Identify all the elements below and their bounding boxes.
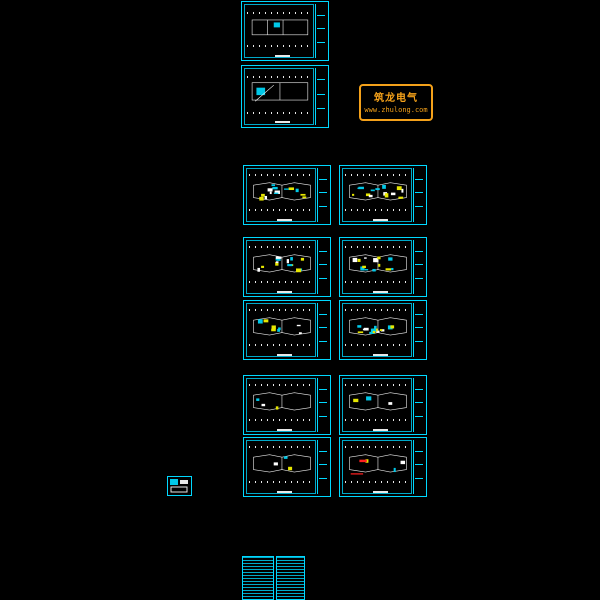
- title-block: [413, 303, 424, 357]
- title-block: [413, 240, 424, 294]
- floor-plan-sheet-6[interactable]: [339, 237, 427, 297]
- floor-plan-sheet-4[interactable]: [339, 165, 427, 225]
- sheet-caption: [372, 353, 389, 356]
- title-block: [315, 4, 326, 58]
- floor-plan: [349, 182, 407, 201]
- floor-plan: [253, 392, 311, 411]
- floor-plan: [253, 182, 311, 201]
- floor-plan: [253, 317, 311, 336]
- title-block: [317, 303, 328, 357]
- title-block: [413, 378, 424, 432]
- title-block: [317, 168, 328, 222]
- zhulong-watermark-logo: 筑龙电气 www.zhulong.com: [359, 84, 433, 121]
- floor-plan-sheet-5[interactable]: [243, 237, 331, 297]
- logo-title: 筑龙电气: [374, 93, 418, 104]
- drawing-index-table-right[interactable]: [276, 556, 305, 600]
- title-block: [315, 68, 326, 125]
- floor-plan-sheet-7[interactable]: [243, 300, 331, 360]
- floor-plan: [349, 454, 407, 475]
- title-block: [317, 440, 328, 494]
- sheet-caption: [276, 490, 293, 493]
- floor-plan-sheet-10[interactable]: [339, 375, 427, 435]
- logo-url: www.zhulong.com: [364, 106, 428, 114]
- floor-plan: [251, 19, 308, 35]
- sheet-caption: [276, 428, 293, 431]
- title-block: [317, 240, 328, 294]
- floor-plan-sheet-3[interactable]: [243, 165, 331, 225]
- drawing-sheet-1[interactable]: [241, 1, 329, 61]
- floor-plan-sheet-8[interactable]: [339, 300, 427, 360]
- sheet-caption: [276, 353, 293, 356]
- sheet-caption: [276, 290, 293, 293]
- title-block: [413, 440, 424, 494]
- sheet-caption: [274, 54, 291, 57]
- floor-plan-sheet-11[interactable]: [243, 437, 331, 497]
- drawing-index-table-left[interactable]: [242, 556, 274, 600]
- floor-plan: [349, 254, 407, 273]
- sheet-caption: [274, 121, 291, 124]
- sheet-caption: [372, 290, 389, 293]
- sheet-caption: [276, 218, 293, 221]
- drawing-sheet-2[interactable]: [241, 65, 329, 128]
- floor-plan: [253, 254, 311, 273]
- title-block: [413, 168, 424, 222]
- sheet-caption: [372, 218, 389, 221]
- title-block: [317, 378, 328, 432]
- floor-plan: [253, 454, 311, 473]
- floor-plan: [251, 82, 308, 102]
- floor-plan: [349, 317, 407, 336]
- sheet-caption: [372, 428, 389, 431]
- floor-plan: [349, 392, 407, 411]
- small-legend-sheet[interactable]: [167, 476, 192, 496]
- floor-plan-sheet-12[interactable]: [339, 437, 427, 497]
- sheet-caption: [372, 490, 389, 493]
- floor-plan-sheet-9[interactable]: [243, 375, 331, 435]
